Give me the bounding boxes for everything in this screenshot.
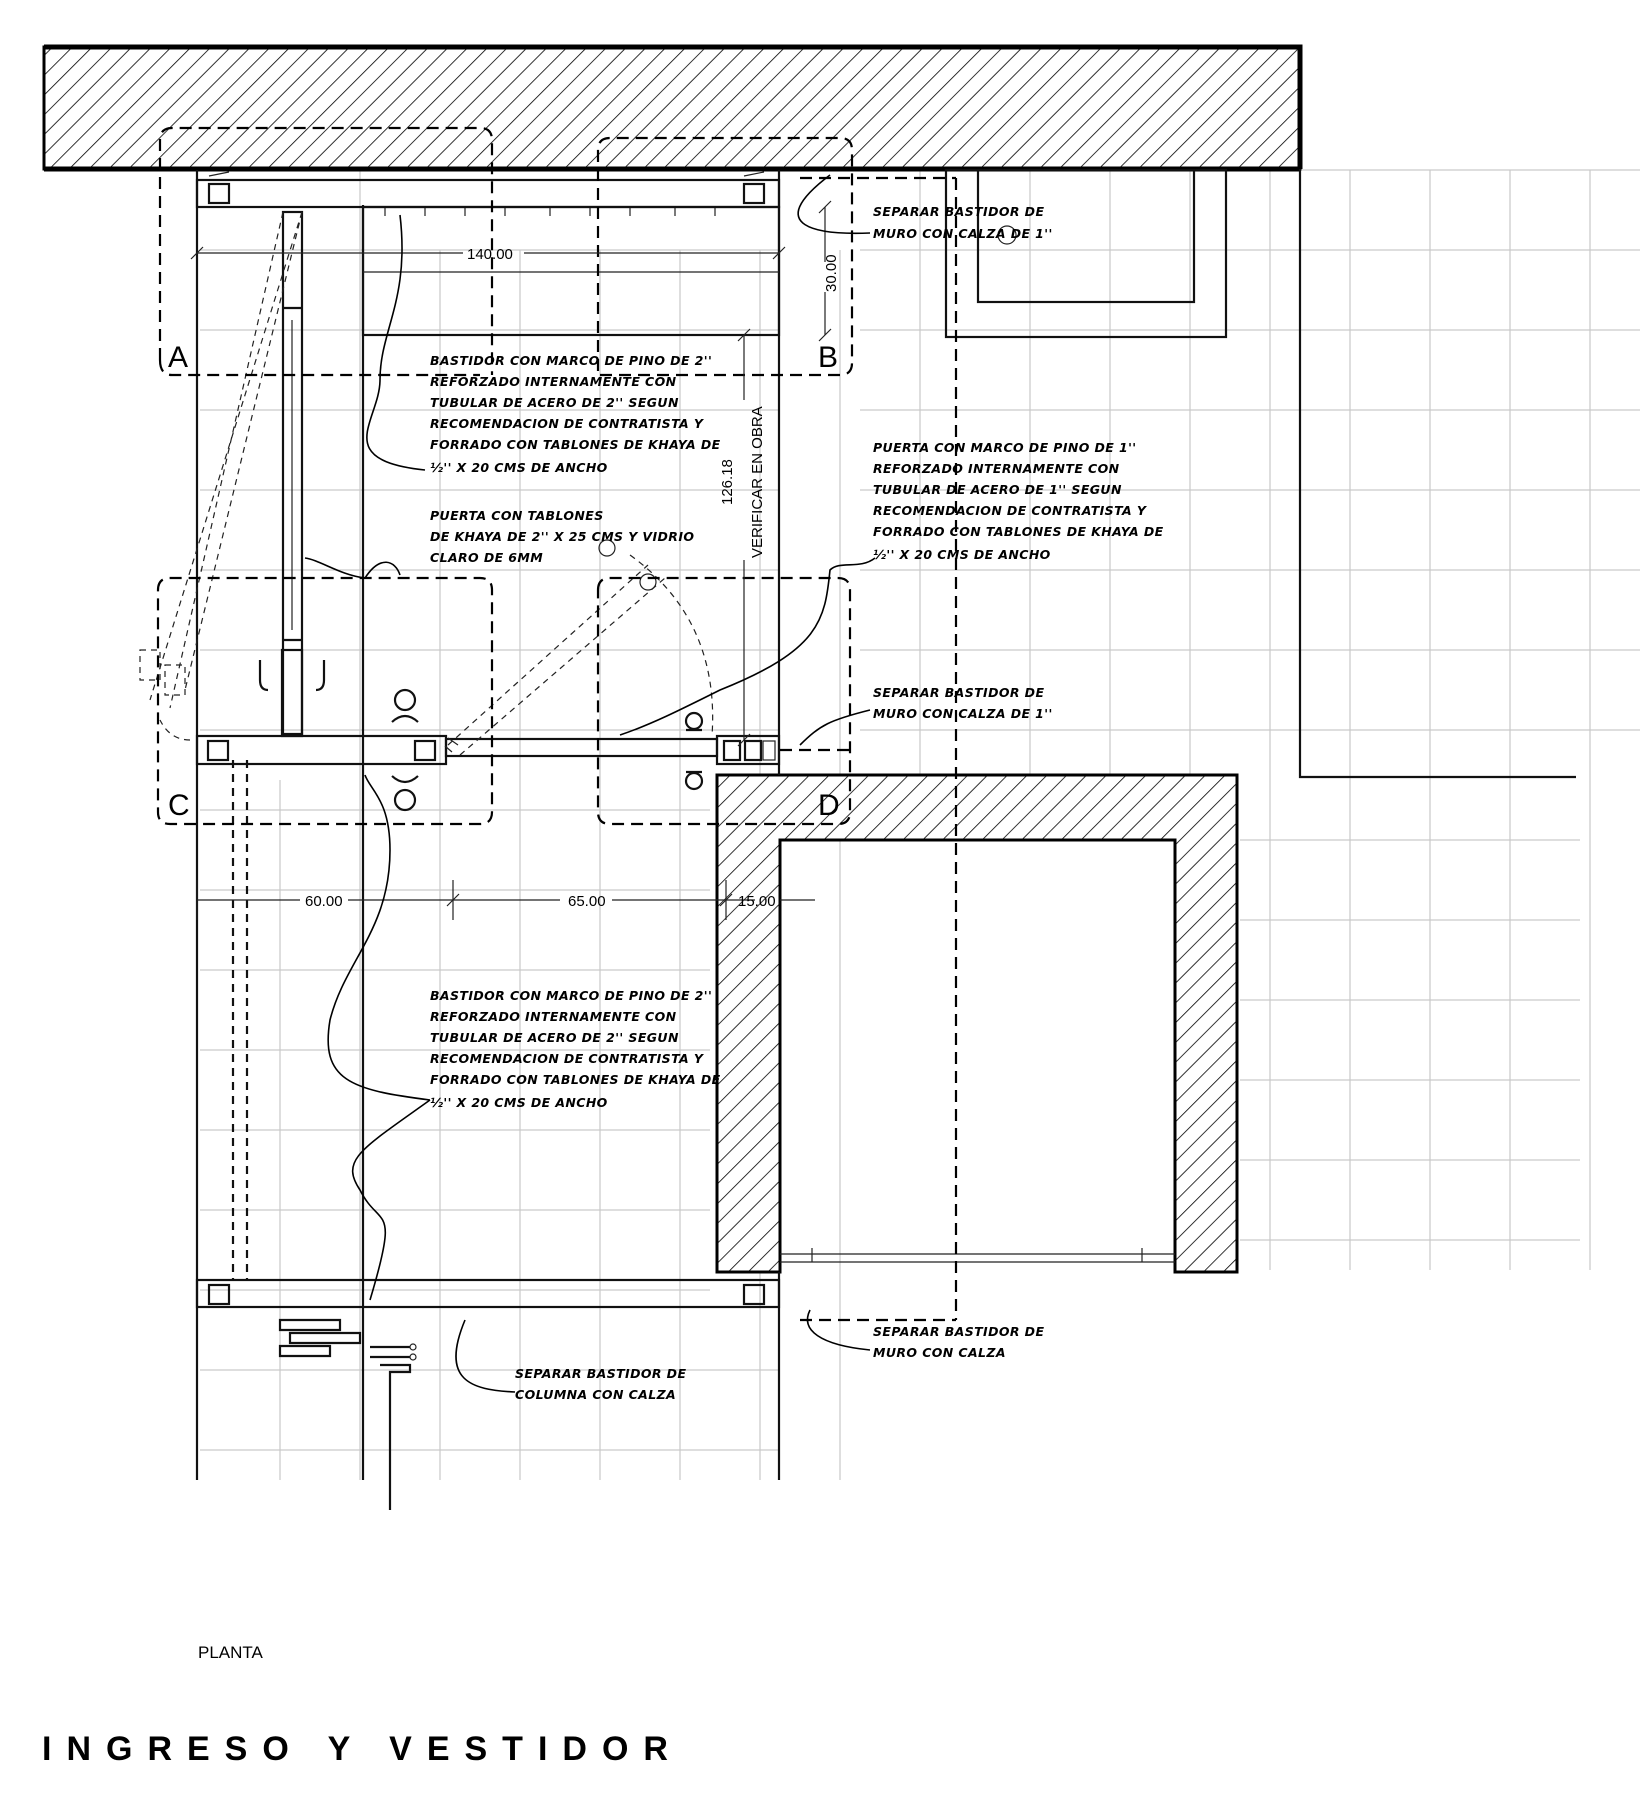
section-label-a: A — [168, 341, 188, 374]
leader-lines — [304, 174, 876, 1393]
top-frame — [195, 171, 781, 337]
note-line: FORRADO CON TABLONES DE KHAYA DE — [430, 1072, 721, 1087]
swing-door — [391, 539, 714, 812]
note-line: TUBULAR DE ACERO DE 1'' SEGUN — [873, 482, 1122, 497]
dimension-height: 126.18 — [719, 459, 736, 505]
annotation-puerta-vidrio: PUERTA CON TABLONES DE KHAYA DE 2'' X 25… — [430, 508, 694, 565]
dimension-top-depth: 30.00 — [823, 254, 840, 292]
note-line: FORRADO CON TABLONES DE KHAYA DE — [430, 437, 721, 452]
note-line: TUBULAR DE ACERO DE 2'' SEGUN — [430, 395, 679, 410]
note-line: PUERTA CON TABLONES — [430, 508, 604, 523]
drawing-title: INGRESO Y VESTIDOR — [42, 1730, 683, 1768]
note-line: REFORZADO INTERNAMENTE CON — [873, 461, 1120, 476]
note-line: SEPARAR BASTIDOR DE — [873, 685, 1044, 700]
note-line: ½'' X 20 CMS DE ANCHO — [430, 460, 608, 475]
middle-frame — [195, 734, 781, 766]
note-line: RECOMENDACION DE CONTRATISTA Y — [430, 416, 705, 431]
annotation-bastidor-bottom: BASTIDOR CON MARCO DE PINO DE 2'' REFORZ… — [430, 988, 721, 1110]
note-line: BASTIDOR CON MARCO DE PINO DE 2'' — [430, 988, 712, 1003]
annotation-puerta-right: PUERTA CON MARCO DE PINO DE 1'' REFORZAD… — [873, 440, 1164, 562]
note-line: SEPARAR BASTIDOR DE — [515, 1366, 686, 1381]
note-line: SEPARAR BASTIDOR DE — [873, 1324, 1044, 1339]
note-line: MURO CON CALZA DE 1'' — [873, 226, 1053, 241]
section-label-c: C — [168, 789, 190, 822]
lower-wall — [715, 773, 1239, 1274]
section-label-d: D — [818, 789, 840, 822]
note-line: RECOMENDACION DE CONTRATISTA Y — [430, 1051, 705, 1066]
note-line: PUERTA CON MARCO DE PINO DE 1'' — [873, 440, 1137, 455]
dimension-mid-span: 65.00 — [568, 893, 606, 910]
annotation-calza-mid: SEPARAR BASTIDOR DE MURO CON CALZA DE 1'… — [873, 685, 1053, 721]
section-labels: A B C D — [168, 341, 840, 822]
note-line: REFORZADO INTERNAMENTE CON — [430, 374, 677, 389]
note-line: ½'' X 20 CMS DE ANCHO — [873, 547, 1051, 562]
glass-door — [139, 210, 326, 741]
dimension-height-note: VERIFICAR EN OBRA — [749, 406, 766, 558]
dimension-lines: 140.00 30.00 126.18 VERIFICAR EN OBRA 60… — [190, 200, 840, 920]
note-line: MURO CON CALZA DE 1'' — [873, 706, 1053, 721]
note-line: RECOMENDACION DE CONTRATISTA Y — [873, 503, 1148, 518]
note-line: ½'' X 20 CMS DE ANCHO — [430, 1095, 608, 1110]
dimension-top-width: 140.00 — [467, 246, 513, 263]
note-line: SEPARAR BASTIDOR DE — [873, 204, 1044, 219]
note-line: CLARO DE 6MM — [430, 550, 543, 565]
annotation-calza-columna: SEPARAR BASTIDOR DE COLUMNA CON CALZA — [515, 1366, 686, 1402]
dimension-right-span: 15.00 — [738, 893, 776, 910]
section-label-b: B — [818, 341, 838, 374]
note-line: DE KHAYA DE 2'' X 25 CMS Y VIDRIO — [430, 529, 694, 544]
annotation-calza-bottom: SEPARAR BASTIDOR DE MURO CON CALZA — [873, 1324, 1044, 1360]
annotation-bastidor-top: BASTIDOR CON MARCO DE PINO DE 2'' REFORZ… — [430, 353, 721, 475]
annotation-calza-top: SEPARAR BASTIDOR DE MURO CON CALZA DE 1'… — [873, 204, 1053, 241]
dimension-left-span: 60.00 — [305, 893, 343, 910]
section-callouts — [156, 126, 958, 1322]
note-line: FORRADO CON TABLONES DE KHAYA DE — [873, 524, 1164, 539]
upper-right-room — [944, 168, 1576, 779]
note-line: BASTIDOR CON MARCO DE PINO DE 2'' — [430, 353, 712, 368]
note-line: REFORZADO INTERNAMENTE CON — [430, 1009, 677, 1024]
note-line: MURO CON CALZA — [873, 1345, 1006, 1360]
note-line: TUBULAR DE ACERO DE 2'' SEGUN — [430, 1030, 679, 1045]
bottom-frame — [195, 1278, 781, 1510]
note-line: COLUMNA CON CALZA — [515, 1387, 676, 1402]
view-label: PLANTA — [198, 1643, 264, 1662]
top-wall — [42, 45, 1302, 171]
